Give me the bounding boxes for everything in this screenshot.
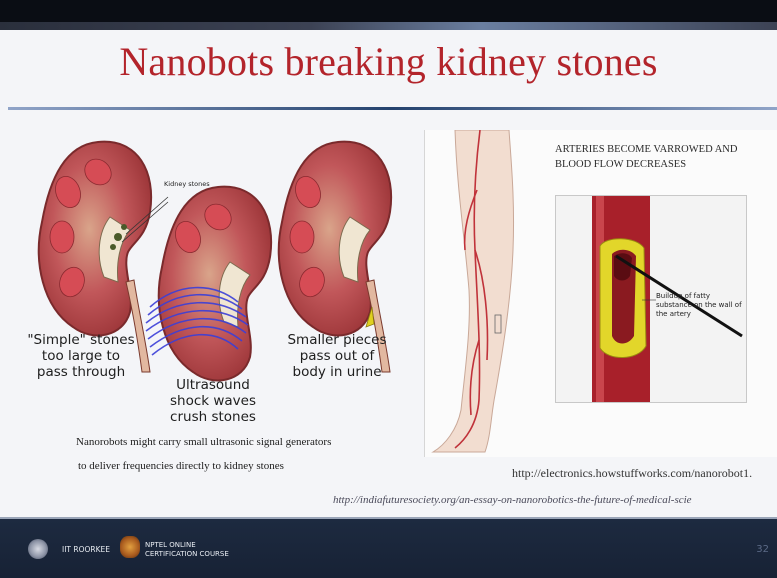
iit-roorkee-logo-icon [28,539,48,559]
footer-left-label: IIT ROORKEE [62,545,110,554]
nptel-line-1: NPTEL ONLINE [145,541,229,550]
caption-simple-stones: "Simple" stones too large to pass throug… [26,332,136,380]
nptel-logo-icon [120,536,140,558]
caption-ultrasound: Ultrasound shock waves crush stones [158,377,268,425]
note-line-2: to deliver frequencies directly to kidne… [78,460,284,472]
top-rule [0,22,777,30]
leg-illustration [425,130,550,457]
footer-right-label: NPTEL ONLINE CERTIFICATION COURSE [145,541,229,559]
source-link-2[interactable]: http://indiafuturesociety.org/an-essay-o… [333,494,692,506]
kidney-figure: Kidney stones [20,132,420,432]
page-number: 32 [756,544,769,555]
kidney-2 [146,187,271,381]
slide-title: Nanobots breaking kidney stones [0,38,777,85]
footer: IIT ROORKEE NPTEL ONLINE CERTIFICATION C… [0,519,777,578]
artery-inset: Buildup of fatty substance on the wall o… [555,195,747,403]
kidney-stones-label: Kidney stones [164,180,210,188]
caption-smaller-pieces: Smaller pieces pass out of body in urine [278,332,396,380]
artery-figure: ARTERIES BECOME VARROWED AND BLOOD FLOW … [424,130,777,457]
source-link-1[interactable]: http://electronics.howstuffworks.com/nan… [512,466,752,481]
nptel-line-2: CERTIFICATION COURSE [145,550,229,559]
title-divider [8,107,777,110]
note-line-1: Nanorobots might carry small ultrasonic … [76,436,331,448]
artery-heading: ARTERIES BECOME VARROWED AND BLOOD FLOW … [555,142,777,172]
plaque-label: Buildup of fatty substance on the wall o… [656,292,744,319]
